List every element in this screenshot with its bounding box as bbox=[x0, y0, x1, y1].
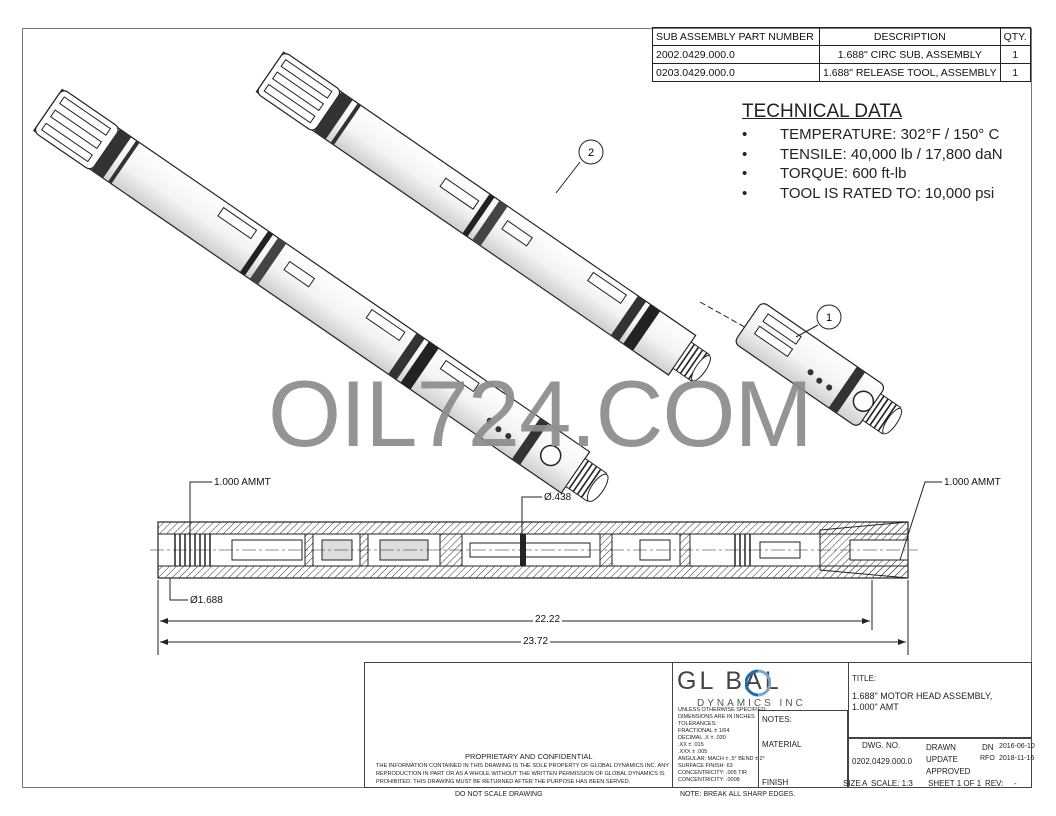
drawn-by: DN bbox=[982, 743, 994, 752]
inner-length-label: 22.22 bbox=[533, 614, 563, 625]
technical-data-item: •TOOL IS RATED TO: 10,000 psi bbox=[742, 184, 995, 202]
circ-sub-assembly-view bbox=[255, 51, 711, 382]
drawn-label: DRAWN bbox=[926, 743, 956, 752]
technical-data-title: TECHNICAL DATA bbox=[742, 101, 903, 122]
rev-value: - bbox=[1014, 779, 1017, 788]
material-label: MATERIAL bbox=[762, 740, 802, 749]
size-value: A bbox=[862, 779, 868, 788]
technical-data-item: •TORQUE: 600 ft-lb bbox=[742, 165, 907, 182]
title-block bbox=[364, 662, 1034, 802]
bore-diameter-label: Ø.438 bbox=[544, 492, 572, 503]
explode-line bbox=[699, 301, 751, 331]
left-thread-callout: 1.000 AMMT bbox=[214, 477, 271, 488]
technical-data-item: •TENSILE: 40,000 lb / 17,800 daN bbox=[742, 145, 1003, 163]
bom-header-description: DESCRIPTION bbox=[819, 27, 1001, 46]
balloon-1: 1 bbox=[795, 304, 842, 338]
update-by: RFO bbox=[980, 755, 995, 762]
dwg-no-label: DWG. NO. bbox=[862, 741, 901, 750]
approved-label: APPROVED bbox=[926, 767, 971, 776]
bom-part-number: 0203.0429.000.0 bbox=[652, 63, 820, 82]
dimension-arrows bbox=[160, 618, 906, 645]
svg-text:1: 1 bbox=[826, 312, 832, 324]
proprietary-text: REPRODUCTION IN PART OR AS A WHOLE WITHO… bbox=[376, 771, 665, 777]
finish-label: FINISH bbox=[762, 778, 789, 787]
rev-label: REV: bbox=[985, 779, 1004, 788]
proprietary-text: THE INFORMATION CONTAINED IN THIS DRAWIN… bbox=[376, 763, 669, 769]
bom-header-row: SUB ASSEMBLY PART NUMBER DESCRIPTION QTY… bbox=[652, 27, 1031, 46]
sheet-value: SHEET 1 OF 1 bbox=[928, 779, 982, 788]
bom-description: 1.688" RELEASE TOOL, ASSEMBLY bbox=[819, 63, 1001, 82]
drawing-title-line1: 1.688" MOTOR HEAD ASSEMBLY, bbox=[852, 691, 993, 701]
scale-value: SCALE: 1:3 bbox=[871, 779, 913, 788]
right-thread-callout: 1.000 AMMT bbox=[944, 477, 1001, 488]
balloon-2: 2 bbox=[555, 139, 604, 194]
watermark: OIL724.COM bbox=[268, 361, 813, 466]
proprietary-title: PROPRIETARY AND CONFIDENTIAL bbox=[465, 752, 593, 761]
company-logo-subtitle: DYNAMICS INC bbox=[697, 698, 806, 709]
do-not-scale-note: DO NOT SCALE DRAWING bbox=[455, 791, 543, 798]
update-date: 2018-11-16 bbox=[999, 755, 1035, 762]
technical-data-item: •TEMPERATURE: 302°F / 150° C bbox=[742, 126, 1000, 143]
svg-text:2: 2 bbox=[588, 147, 594, 159]
bom-row: 2002.0429.000.0 1.688" CIRC SUB, ASSEMBL… bbox=[652, 45, 1031, 64]
overall-length-label: 23.72 bbox=[521, 636, 551, 647]
od-diameter-label: Ø1.688 bbox=[190, 595, 223, 606]
bom-description: 1.688" CIRC SUB, ASSEMBLY bbox=[819, 45, 1001, 64]
bom-row: 0203.0429.000.0 1.688" RELEASE TOOL, ASS… bbox=[652, 63, 1031, 82]
section-view bbox=[150, 521, 918, 579]
drawn-date: 2016-06-10 bbox=[999, 743, 1035, 750]
technical-data: TECHNICAL DATA •TEMPERATURE: 302°F / 150… bbox=[742, 101, 1003, 203]
release-tool-view bbox=[735, 303, 903, 435]
bom-qty: 1 bbox=[999, 63, 1031, 82]
update-label: UPDATE bbox=[926, 755, 958, 764]
size-label: SIZE bbox=[843, 779, 861, 788]
bom-header-qty: QTY. bbox=[999, 27, 1031, 46]
break-edges-note: NOTE: BREAK ALL SHARP EDGES. bbox=[680, 791, 796, 798]
notes-label: NOTES: bbox=[762, 715, 792, 724]
logo-mark bbox=[745, 669, 771, 697]
proprietary-text: PROHIBITED. THIS DRAWING MUST BE RETURNE… bbox=[376, 779, 631, 785]
dwg-no-value: 0202.0429.000.0 bbox=[852, 757, 913, 766]
motor-head-assembly-view bbox=[33, 88, 609, 502]
title-label: TITLE: bbox=[852, 674, 877, 683]
drawing-title-line2: 1.000" AMT bbox=[852, 702, 899, 712]
bom-table: SUB ASSEMBLY PART NUMBER DESCRIPTION QTY… bbox=[652, 27, 1031, 82]
